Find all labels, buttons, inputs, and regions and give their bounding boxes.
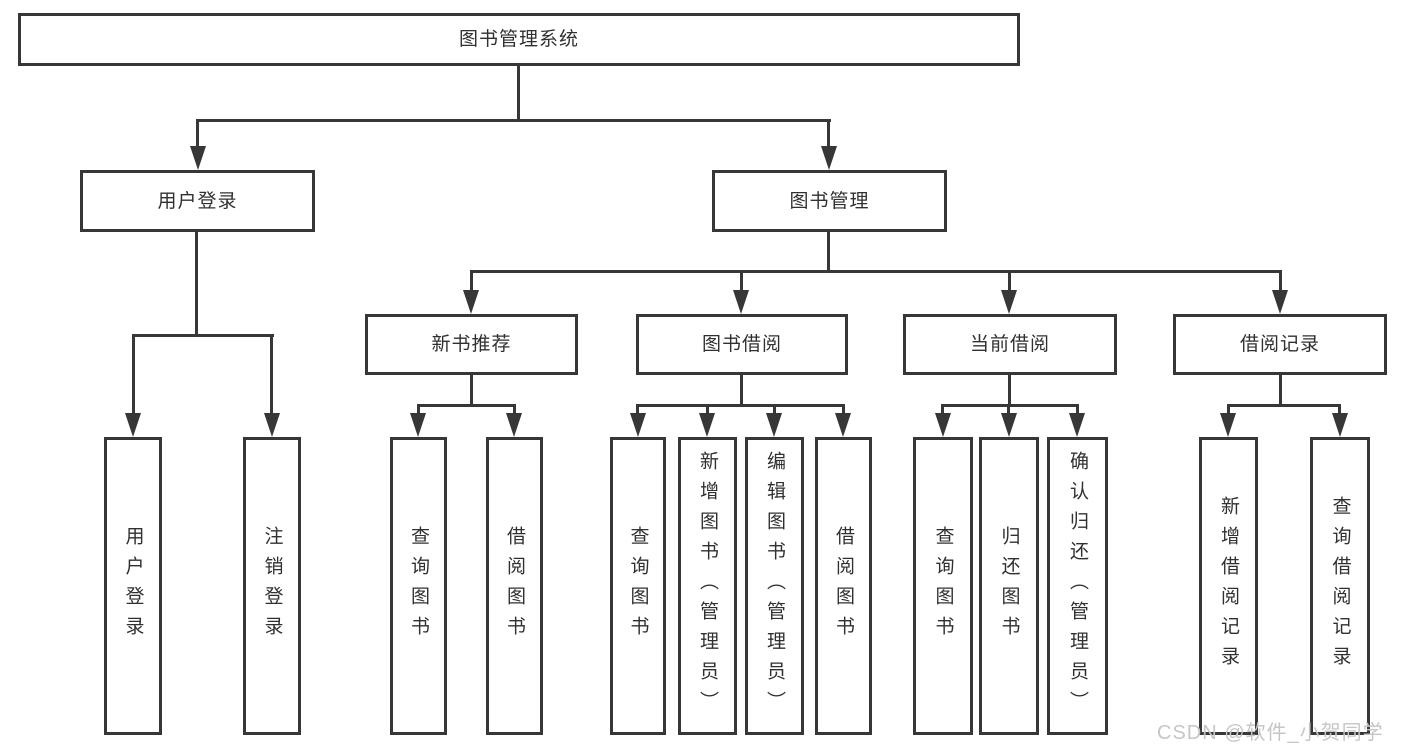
- connector-new-book-rec-bar: [417, 404, 516, 407]
- leaf-bb-add-books-admin: 新增图书（管理员）: [678, 437, 737, 735]
- connector-root-trunk: [517, 66, 520, 121]
- arrow-to-nr-query: [410, 413, 426, 437]
- leaf-nr-borrow-books: 借阅图书: [486, 437, 543, 735]
- arrow-to-current-borrow: [1001, 290, 1017, 314]
- arrow-to-bb-edit: [766, 413, 782, 437]
- leaf-bb-query-books: 查询图书: [610, 437, 666, 735]
- leaf-nr-query-books: 查询图书: [390, 437, 447, 735]
- node-root-system-label: 图书管理系统: [458, 29, 579, 50]
- connector-book-mgmt-bar: [470, 270, 1282, 273]
- connector-drop-logout: [270, 336, 273, 414]
- arrow-to-borrow-records: [1272, 290, 1288, 314]
- leaf-logout: 注销登录: [243, 437, 301, 735]
- connector-drop-book-mgmt: [827, 121, 830, 151]
- node-book-mgmt-branch-label: 图书管理: [789, 190, 870, 212]
- node-new-book-rec-label: 新书推荐: [431, 334, 512, 355]
- arrow-to-cb-confirm: [1069, 413, 1085, 437]
- connector-book-mgmt-trunk: [827, 232, 830, 273]
- connector-drop-cb-confirm: [1076, 406, 1079, 416]
- arrow-to-book-mgmt: [821, 146, 837, 170]
- leaf-logout-label: 注销登录: [261, 526, 283, 646]
- leaf-bb-edit-books-admin: 编辑图书（管理员）: [745, 437, 804, 735]
- leaf-cb-return-books: 归还图书: [979, 437, 1039, 735]
- node-borrow-records: 借阅记录: [1173, 314, 1387, 375]
- node-current-borrow: 当前借阅: [903, 314, 1117, 375]
- node-user-login-branch: 用户登录: [80, 170, 315, 232]
- connector-drop-user-login: [196, 121, 199, 151]
- csdn-watermark: CSDN @软件_小贺同学: [1157, 716, 1384, 745]
- connector-drop-bb-query: [636, 406, 639, 416]
- node-borrow-records-label: 借阅记录: [1239, 334, 1320, 355]
- connector-drop-borrow-records: [1279, 272, 1282, 293]
- arrow-to-bb-borrow: [835, 413, 851, 437]
- leaf-nr-query-books-label: 查询图书: [408, 526, 429, 646]
- leaf-br-add-record-label: 新增借阅记录: [1218, 496, 1239, 676]
- arrow-to-br-query: [1332, 413, 1348, 437]
- connector-new-book-rec-trunk: [470, 375, 473, 407]
- node-book-borrow: 图书借阅: [636, 314, 848, 375]
- connector-drop-login: [132, 336, 135, 414]
- connector-drop-bb-borrow: [842, 406, 845, 416]
- node-root-system: 图书管理系统: [18, 13, 1020, 66]
- node-book-borrow-label: 图书借阅: [701, 334, 782, 355]
- connector-current-borrow-trunk: [1008, 375, 1011, 407]
- connector-borrow-records-bar: [1227, 404, 1341, 407]
- arrow-to-bb-query: [630, 413, 646, 437]
- arrow-to-nr-borrow: [506, 413, 522, 437]
- connector-drop-bb-edit: [773, 406, 776, 416]
- node-book-mgmt-branch: 图书管理: [712, 170, 947, 232]
- leaf-cb-query-books-label: 查询图书: [932, 526, 954, 646]
- arrow-to-user-login: [190, 146, 206, 170]
- arrow-to-login: [125, 413, 141, 437]
- arrow-to-new-book-rec: [463, 290, 479, 314]
- arrow-to-logout: [264, 413, 280, 437]
- leaf-user-login: 用户登录: [104, 437, 162, 735]
- connector-drop-br-add: [1227, 406, 1230, 416]
- arrow-to-br-add: [1220, 413, 1236, 437]
- leaf-bb-borrow-books-label: 借阅图书: [833, 526, 854, 646]
- leaf-user-login-label: 用户登录: [122, 526, 144, 646]
- connector-drop-nr-query: [417, 406, 420, 416]
- leaf-bb-add-books-admin-label: 新增图书（管理员）: [697, 451, 718, 721]
- leaf-br-query-record-label: 查询借阅记录: [1329, 496, 1351, 676]
- arrow-to-bb-add: [699, 413, 715, 437]
- node-user-login-branch-label: 用户登录: [157, 190, 238, 212]
- node-new-book-rec: 新书推荐: [365, 314, 578, 375]
- arrow-to-book-borrow: [733, 290, 749, 314]
- connector-drop-nr-borrow: [513, 406, 516, 416]
- leaf-cb-confirm-return-admin-label: 确认归还（管理员）: [1067, 451, 1088, 721]
- arrow-to-cb-return: [1001, 413, 1017, 437]
- connector-current-borrow-bar: [941, 404, 1079, 407]
- leaf-bb-edit-books-admin-label: 编辑图书（管理员）: [764, 451, 785, 721]
- connector-book-borrow-bar: [636, 404, 845, 407]
- connector-drop-cb-query: [941, 406, 944, 416]
- connector-drop-current-borrow: [1008, 272, 1011, 293]
- connector-drop-new-book-rec: [470, 272, 473, 293]
- connector-drop-bb-add: [706, 406, 709, 416]
- connector-book-borrow-trunk: [740, 375, 743, 407]
- arrow-to-cb-query: [935, 413, 951, 437]
- node-current-borrow-label: 当前借阅: [969, 334, 1050, 355]
- connector-borrow-records-trunk: [1279, 375, 1282, 407]
- connector-user-login-trunk: [195, 232, 198, 337]
- csdn-watermark-text: CSDN @软件_小贺同学: [1157, 722, 1384, 744]
- leaf-nr-borrow-books-label: 借阅图书: [504, 526, 525, 646]
- leaf-cb-return-books-label: 归还图书: [998, 526, 1020, 646]
- connector-drop-cb-return: [1007, 406, 1010, 416]
- connector-user-login-bar: [132, 334, 274, 337]
- connector-drop-book-borrow: [740, 272, 743, 293]
- leaf-cb-query-books: 查询图书: [913, 437, 973, 735]
- connector-level1-bar: [196, 119, 831, 122]
- leaf-bb-borrow-books: 借阅图书: [815, 437, 872, 735]
- connector-drop-br-query: [1338, 406, 1341, 416]
- leaf-br-add-record: 新增借阅记录: [1199, 437, 1258, 735]
- leaf-cb-confirm-return-admin: 确认归还（管理员）: [1047, 437, 1108, 735]
- leaf-br-query-record: 查询借阅记录: [1310, 437, 1370, 735]
- leaf-bb-query-books-label: 查询图书: [627, 526, 649, 646]
